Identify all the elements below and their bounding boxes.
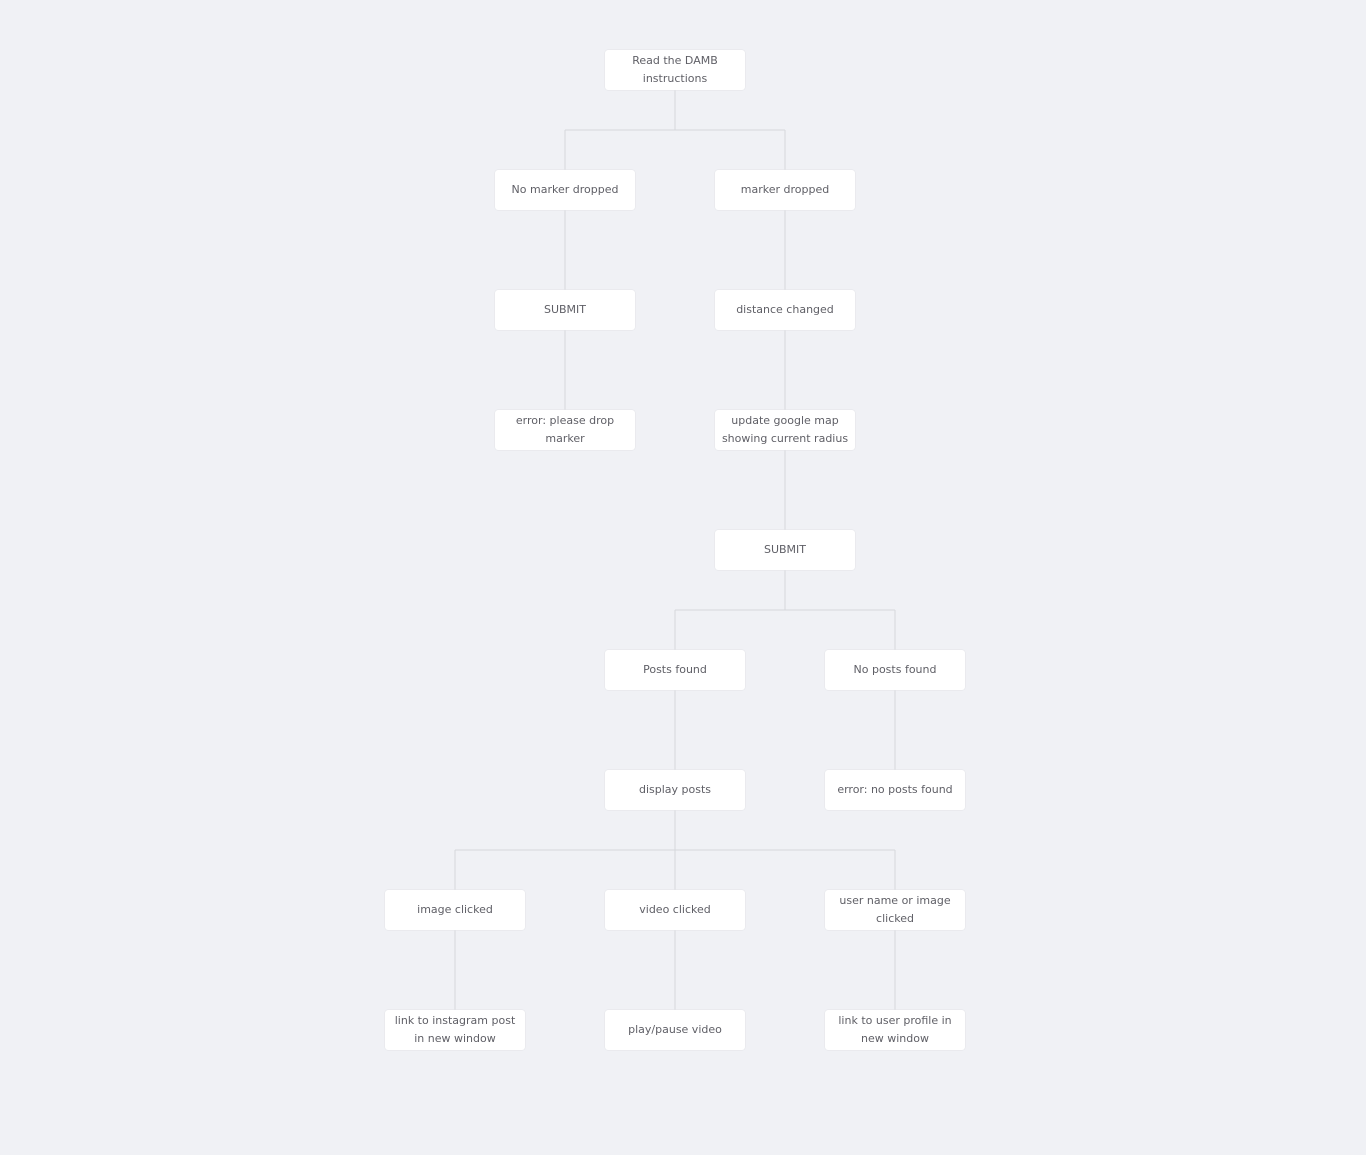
node-label: error: no posts found xyxy=(837,783,953,796)
node-label: Read the DAMB instructions xyxy=(632,54,718,85)
node-label: Posts found xyxy=(643,663,707,676)
node-submit-no-marker[interactable]: SUBMIT xyxy=(495,290,635,330)
connector-root xyxy=(564,90,786,170)
node-label: marker dropped xyxy=(740,183,830,196)
node-no-posts-found[interactable]: No posts found xyxy=(825,650,965,690)
node-label: play/pause video xyxy=(628,1023,722,1036)
node-label: error: please drop marker xyxy=(515,414,615,445)
node-submit-with-marker[interactable]: SUBMIT xyxy=(715,530,855,570)
node-label: image clicked xyxy=(417,903,493,916)
connector-display-actions xyxy=(454,810,896,890)
node-label: No marker dropped xyxy=(511,183,619,196)
node-label: No posts found xyxy=(853,663,937,676)
node-posts-found[interactable]: Posts found xyxy=(605,650,745,690)
node-label: distance changed xyxy=(736,303,834,316)
node-label: SUBMIT xyxy=(543,303,587,316)
node-label: link to user profile in new window xyxy=(838,1014,952,1045)
node-update-map[interactable]: update google map showing current radius xyxy=(715,410,855,450)
node-link-user-profile[interactable]: link to user profile in new window xyxy=(825,1010,965,1050)
node-user-clicked[interactable]: user name or image clicked xyxy=(825,890,965,930)
node-error-no-posts[interactable]: error: no posts found xyxy=(825,770,965,810)
node-label: SUBMIT xyxy=(763,543,807,556)
node-label: user name or image clicked xyxy=(839,894,951,925)
node-link-instagram[interactable]: link to instagram post in new window xyxy=(385,1010,525,1050)
node-error-drop-marker[interactable]: error: please drop marker xyxy=(495,410,635,450)
node-marker-dropped[interactable]: marker dropped xyxy=(715,170,855,210)
node-video-clicked[interactable]: video clicked xyxy=(605,890,745,930)
node-distance-changed[interactable]: distance changed xyxy=(715,290,855,330)
node-image-clicked[interactable]: image clicked xyxy=(385,890,525,930)
connector-submit-results xyxy=(674,570,896,650)
node-label: link to instagram post in new window xyxy=(394,1014,516,1045)
node-play-pause[interactable]: play/pause video xyxy=(605,1010,745,1050)
node-read-instructions[interactable]: Read the DAMB instructions xyxy=(605,50,745,90)
node-label: update google map showing current radius xyxy=(721,414,849,445)
node-display-posts[interactable]: display posts xyxy=(605,770,745,810)
node-label: video clicked xyxy=(639,903,711,916)
node-label: display posts xyxy=(638,783,712,796)
node-no-marker-dropped[interactable]: No marker dropped xyxy=(495,170,635,210)
